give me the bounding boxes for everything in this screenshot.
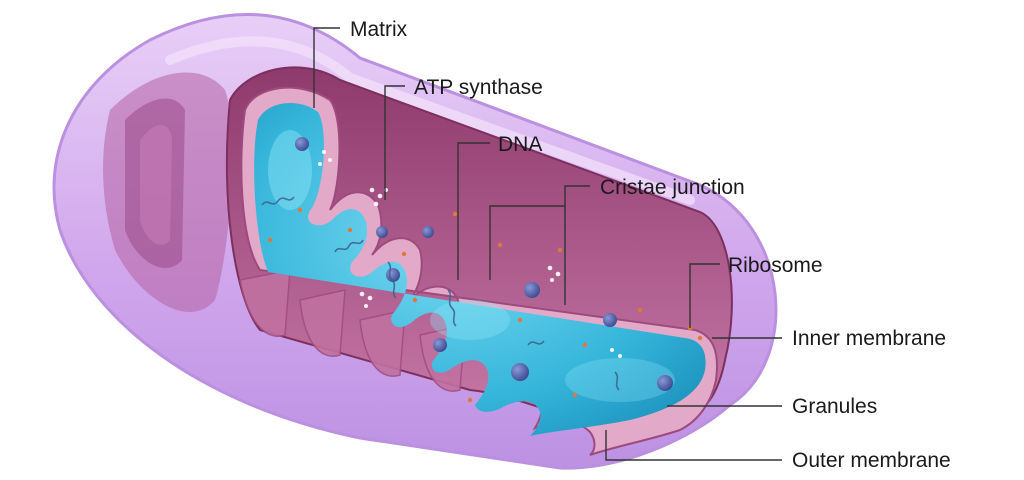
leader-atp-synthase — [384, 85, 405, 200]
label-inner-membrane: Inner membrane — [792, 327, 946, 350]
leader-dna — [457, 142, 490, 280]
granule — [511, 363, 529, 381]
leader-outer-membrane — [605, 430, 782, 461]
granule — [295, 137, 309, 151]
granule — [422, 226, 434, 238]
inner-membrane-folds-left — [103, 72, 233, 312]
leader-ribosome — [689, 263, 720, 328]
leader-cristae-junction — [564, 185, 590, 305]
dna-strands — [261, 196, 620, 391]
label-ribosome: Ribosome — [728, 254, 823, 277]
leader-lines — [313, 27, 782, 461]
granule — [433, 338, 447, 352]
matrix — [254, 102, 706, 437]
label-matrix: Matrix — [350, 18, 408, 41]
labels: Matrix ATP synthase DNA Cristae junction… — [350, 18, 951, 472]
label-dna: DNA — [498, 133, 542, 156]
leader-matrix — [313, 27, 340, 108]
granule — [603, 313, 617, 327]
ribosome-dots — [267, 207, 703, 403]
label-atp-synthase: ATP synthase — [414, 76, 543, 99]
label-outer-membrane: Outer membrane — [792, 449, 951, 472]
leader-cristae-junction-branch — [489, 205, 565, 280]
granule — [657, 375, 673, 391]
label-granules: Granules — [792, 395, 877, 418]
label-cristae-junction: Cristae junction — [600, 176, 745, 199]
granule — [524, 282, 540, 298]
granule — [386, 268, 400, 282]
granule — [376, 226, 388, 238]
